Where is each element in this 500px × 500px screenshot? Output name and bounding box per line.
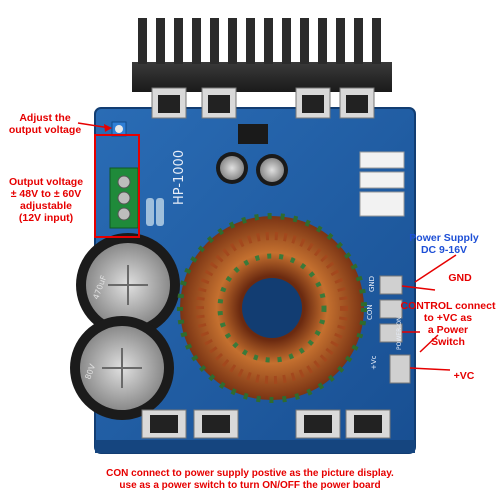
adjust-arrowhead [104,124,112,132]
bottom-caption: CON connect to power supply postive as t… [0,468,500,492]
bottom-mosfets [141,409,391,439]
control-line4: Switch [431,336,465,348]
toroid-inductor [177,213,367,403]
right-terminals [379,275,411,384]
outv-line3: adjustable [20,200,72,212]
control-line3: a Power [427,324,469,336]
silk-vc: +Vc [370,355,378,370]
control-label: CONTROL connect to +VC as a Power Switch [398,300,498,348]
adjust-voltage-label: Adjust the output voltage [2,112,88,136]
potentiometer [111,121,127,137]
output-terminal-block [109,167,139,229]
adjust-line1: Adjust the [19,112,71,124]
outv-line2: ± 48V to ± 60V [10,188,82,200]
adjust-line2: output voltage [8,124,82,136]
outv-line4: (12V input) [18,212,74,224]
vc-label: +VC [444,370,484,382]
psu-line1: Power Supply [409,232,479,244]
pcb-edge-shadow [95,440,415,453]
annotation-lines [77,122,457,371]
silk-gnd: GND [368,276,376,292]
heatsink [132,18,392,92]
bottom-line1: CON connect to power supply postive as t… [106,468,394,479]
relay-blocks [359,151,405,217]
power-supply-label: Power Supply DC 9-16V [404,232,484,256]
control-line1: CONTROL connect [400,300,496,312]
resistors [146,198,164,226]
big-capacitor-lower [70,316,174,420]
output-terminal-highlight [94,134,140,238]
silk-poweron: POWER-ON [396,316,403,350]
model-silkscreen: HP-1000 [172,150,187,205]
outv-line1: Output voltage [8,176,84,188]
control-line2: to +VC as [423,312,473,324]
vc-text: +VC [453,370,475,382]
small-electrolytic-caps [216,152,288,186]
gnd-text: GND [448,272,472,284]
gnd-label: GND [440,272,480,284]
psu-line2: DC 9-16V [420,244,468,256]
output-voltage-label: Output voltage ± 48V to ± 60V adjustable… [0,176,92,224]
silk-con: CON [366,304,374,320]
top-mosfets [151,87,375,119]
big-capacitor-upper [76,233,180,337]
bottom-line2: use as a power switch to turn ON/OFF the… [119,480,381,491]
ic-chip [238,124,268,144]
